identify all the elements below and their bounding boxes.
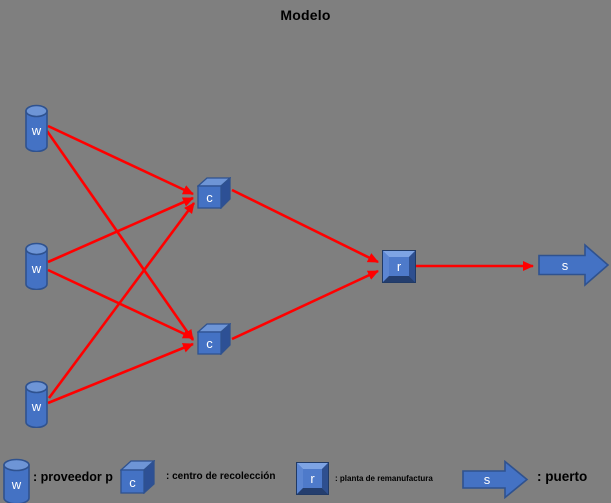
cylinder-body [25, 110, 48, 153]
bevel-bottom [383, 276, 415, 282]
cube-front [197, 185, 222, 209]
node-c1: c [196, 176, 232, 210]
node-label: w [31, 261, 42, 276]
cylinder-top [25, 242, 48, 256]
legend-label-puerto: : puerto [537, 469, 588, 484]
node-w1: w [25, 104, 48, 153]
node-w2: w [25, 242, 48, 291]
node-label: c [206, 190, 213, 205]
cylinder-top [25, 104, 48, 118]
edge-w1-c2 [45, 130, 195, 341]
bevel-face [389, 257, 409, 276]
cube-front [120, 469, 145, 494]
cylinder-body [25, 386, 48, 429]
node-r: r [382, 250, 416, 283]
bevel-left [383, 251, 389, 282]
node-label: w [31, 123, 42, 138]
legend-label-centro: : centro de recolección [166, 471, 276, 482]
legend-symbol-label: r [310, 471, 315, 486]
cylinder-top [25, 380, 48, 394]
legend-symbol-planta: r [296, 462, 329, 495]
bevel-right [322, 463, 328, 494]
edge-c1-r [231, 188, 379, 264]
bevel-bottom [297, 488, 328, 494]
node-label: w [31, 399, 42, 414]
edge-w3-c2 [47, 342, 194, 405]
diagram-title: Modelo [280, 7, 331, 23]
legend-symbol-proveedor: w [3, 458, 30, 503]
legend-label-planta: : planta de remanufactura [335, 474, 433, 483]
edge-w3-c1 [47, 202, 196, 399]
legend-symbol-label: s [484, 472, 491, 487]
legend-symbol-centro: c [119, 459, 156, 495]
bevel-right [409, 251, 415, 282]
arrow-shape [462, 459, 529, 500]
edge-c2-r [231, 269, 379, 341]
bevel-face [303, 469, 322, 488]
legend-symbol-label: c [129, 475, 136, 490]
cylinder-body [25, 248, 48, 291]
legend-label-proveedor: : proveedor p [33, 470, 113, 484]
bevel-left [297, 463, 303, 494]
bevel-top [383, 251, 415, 257]
arrow-shape [538, 243, 610, 287]
bevel-top [297, 463, 328, 469]
cylinder-top [3, 458, 30, 472]
node-label: r [397, 259, 402, 274]
node-c2: c [196, 322, 232, 356]
node-label: s [562, 258, 569, 273]
cylinder-body [3, 464, 30, 503]
cube-front [197, 331, 222, 355]
node-s: s [538, 243, 610, 287]
edge-w1-c1 [47, 124, 194, 196]
node-label: c [206, 336, 213, 351]
legend-symbol-label: w [11, 477, 22, 492]
legend-symbol-puerto: s [462, 459, 529, 500]
node-w3: w [25, 380, 48, 429]
edge-w2-c1 [47, 196, 194, 264]
